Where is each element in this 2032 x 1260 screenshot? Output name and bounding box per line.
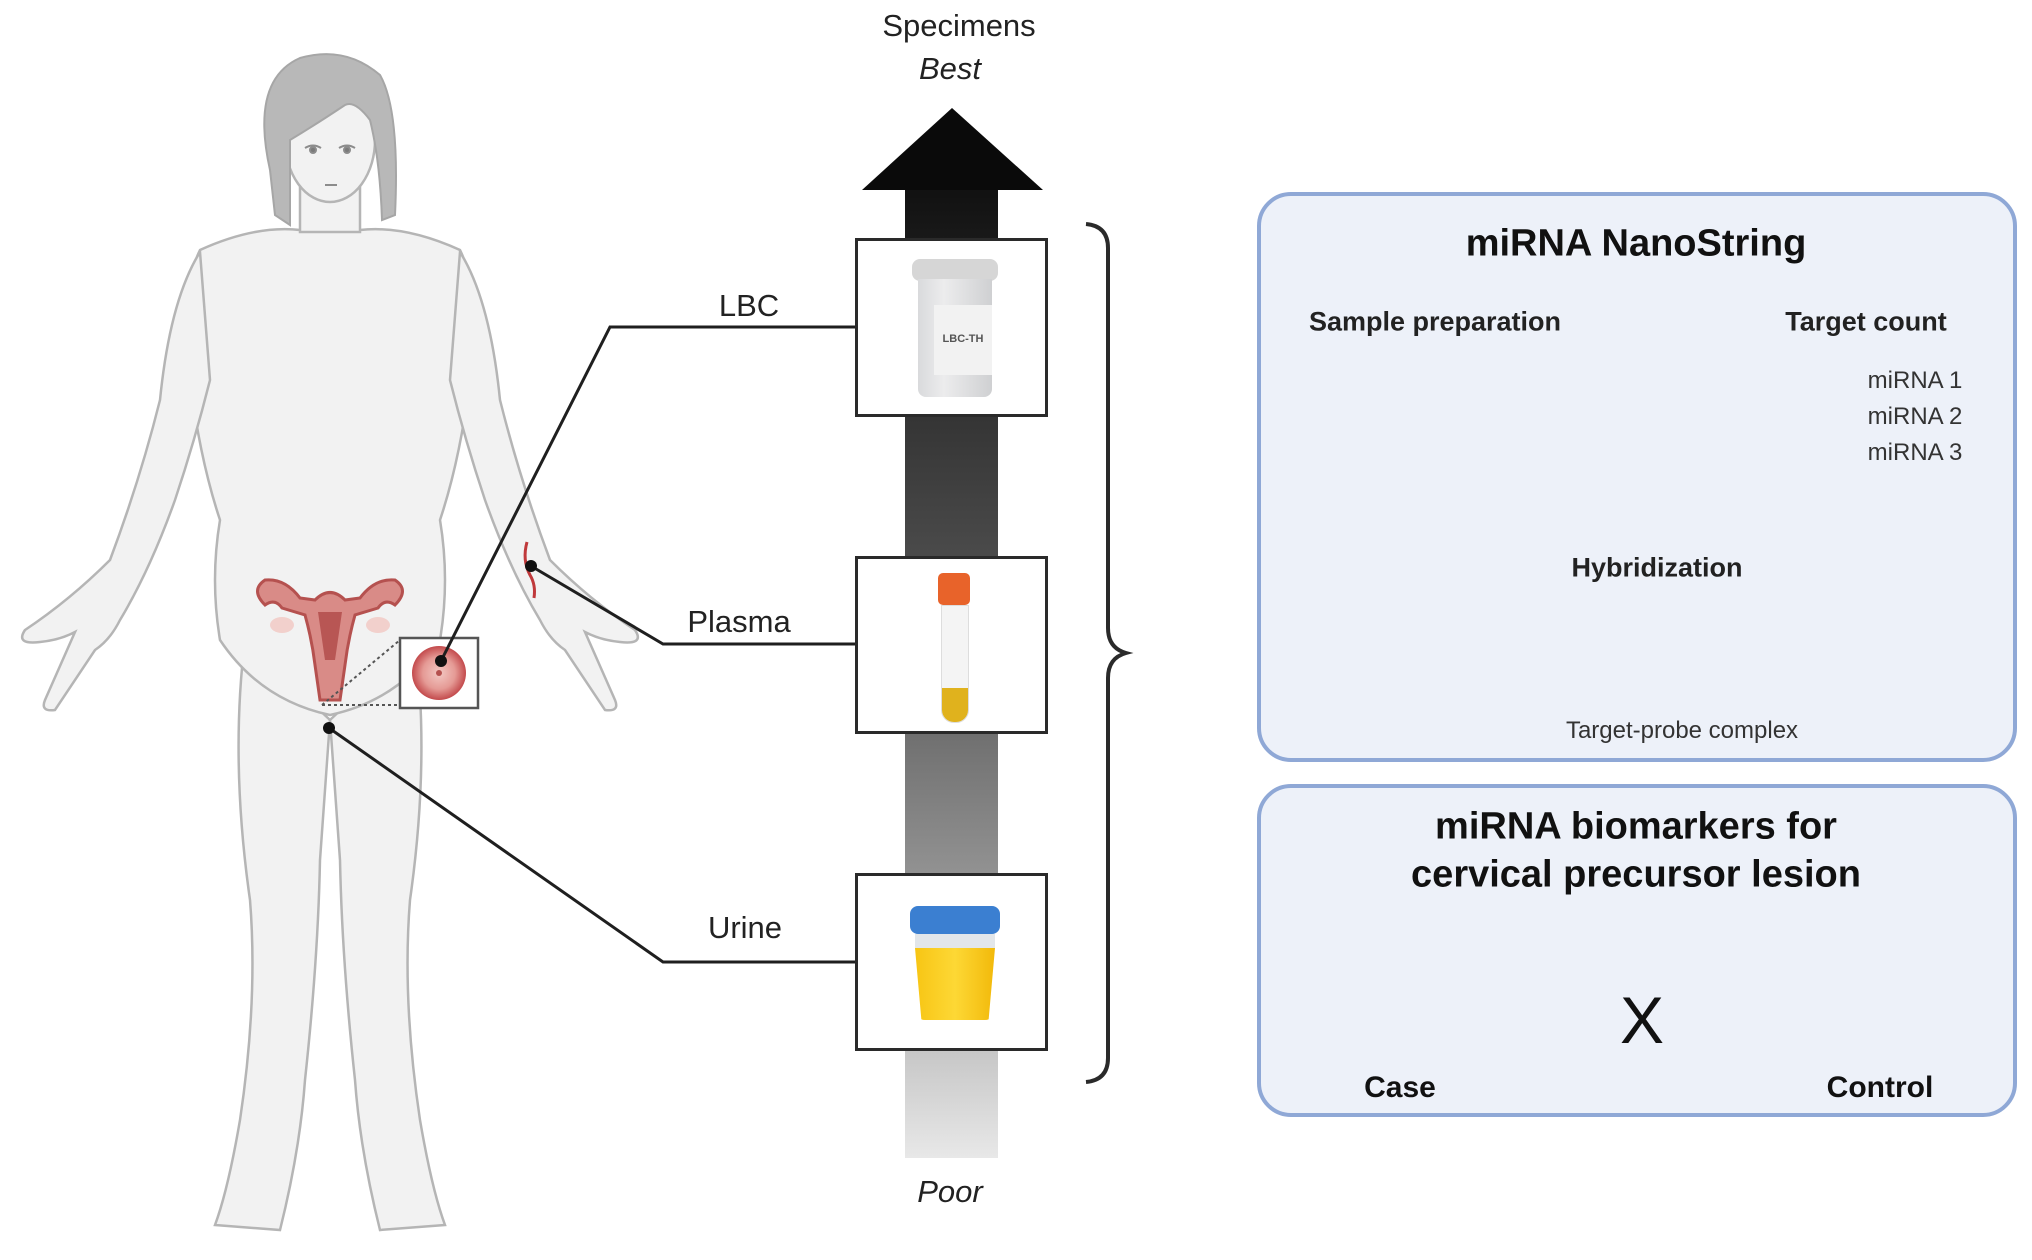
- quality-axis-title: Specimens: [882, 8, 1036, 43]
- left-arm: [20, 248, 212, 712]
- versus-mark: X: [1619, 983, 1665, 1057]
- lbc-connector: [439, 325, 855, 662]
- connector-lines: [328, 325, 855, 964]
- biomarker-title-line1: miRNA biomarkers for: [1435, 805, 1837, 848]
- plasma-sample-point: [525, 560, 537, 572]
- plasma-connector: [530, 564, 855, 646]
- specimen-box-plasma: [855, 556, 1048, 734]
- left-leg: [213, 637, 332, 1232]
- right-leg: [328, 637, 447, 1232]
- biomarker-panel: [1257, 784, 2017, 1117]
- specimen-label-plasma: Plasma: [687, 604, 791, 639]
- plasma-tube-icon: [938, 573, 970, 723]
- case-label: Case: [1364, 1071, 1436, 1104]
- lbc-sample-point: [435, 655, 447, 667]
- urine-connector: [328, 726, 855, 964]
- face-features: [304, 144, 356, 186]
- lbc-vial-icon: LBC-TH: [912, 259, 998, 399]
- specimen-box-lbc: LBC-TH: [855, 238, 1048, 417]
- specimen-box-urine: [855, 873, 1048, 1051]
- quality-best-label: Best: [918, 51, 982, 86]
- uterus-icon: [256, 578, 404, 702]
- grouping-brace: [1085, 222, 1134, 1084]
- nanostring-title: miRNA NanoString: [1465, 222, 1807, 265]
- barcode-label-1: miRNA 1: [1867, 367, 1963, 394]
- vein-icon: [523, 541, 536, 599]
- control-label: Control: [1826, 1071, 1934, 1104]
- urine-cup-icon: [910, 906, 1000, 1026]
- specimen-label-lbc: LBC: [718, 288, 780, 323]
- nanostring-panel: [1257, 192, 2017, 762]
- lbc-vial-label: LBC-TH: [942, 333, 984, 345]
- barcode-label-2: miRNA 2: [1867, 403, 1963, 430]
- quality-poor-label: Poor: [917, 1174, 983, 1209]
- barcode-label-3: miRNA 3: [1867, 439, 1963, 466]
- complex-caption: Target-probe complex: [1565, 717, 1799, 744]
- right-arm: [448, 248, 640, 712]
- hybridization-heading: Hybridization: [1571, 552, 1743, 583]
- hair: [263, 53, 397, 227]
- urine-sample-point: [323, 722, 335, 734]
- sample-prep-heading: Sample preparation: [1308, 306, 1562, 337]
- quality-arrow-head: [862, 108, 1043, 190]
- target-count-heading: Target count: [1785, 306, 1947, 337]
- biomarker-title-line2: cervical precursor lesion: [1411, 853, 1861, 896]
- specimen-label-urine: Urine: [707, 910, 783, 945]
